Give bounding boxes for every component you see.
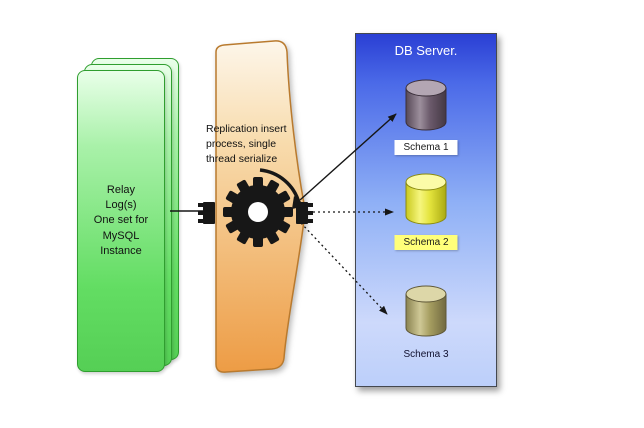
schema-1-label: Schema 1 xyxy=(394,140,458,155)
left-gear-fragment-icon xyxy=(198,202,215,224)
gear-rotation-arrow-icon xyxy=(259,168,301,204)
db-server-title: DB Server. xyxy=(394,43,458,58)
funnel-label: Replication insert process, single threa… xyxy=(206,123,287,166)
schema-2-database-cylinder-icon xyxy=(405,173,447,225)
schema-1-database-cylinder-icon xyxy=(405,79,447,131)
schema-3-database-cylinder-icon xyxy=(405,285,447,337)
db-server-panel: DB Server. Schema 1 xyxy=(355,33,497,387)
relay-log-stack: Relay Log(s) One set for MySQL Instance xyxy=(77,70,165,372)
schema-2-label: Schema 2 xyxy=(394,235,458,250)
gear-icon xyxy=(223,177,293,247)
schema-3-label: Schema 3 xyxy=(403,349,449,360)
gear-rotation-arrowhead-icon xyxy=(292,196,306,209)
relay-log-label: Relay Log(s) One set for MySQL Instance xyxy=(93,183,149,258)
